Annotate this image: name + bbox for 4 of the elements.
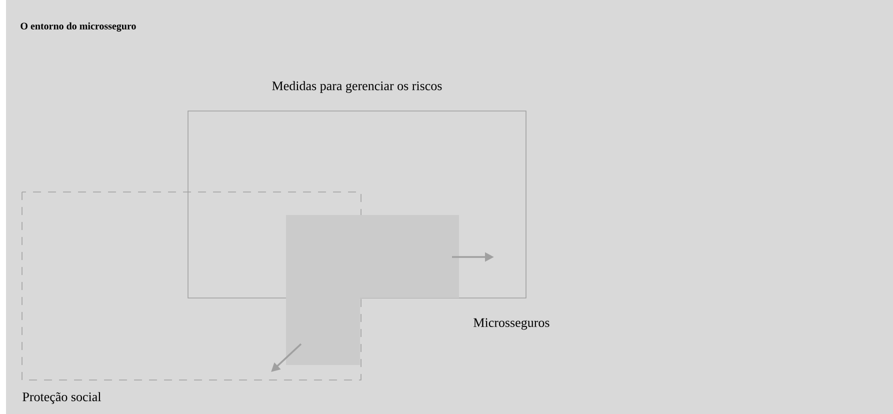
- node-label: Medidas para gerenciar os riscos: [272, 81, 442, 93]
- diagram-title: O entorno do microsseguro: [20, 22, 136, 32]
- node-label: Proteção social: [22, 392, 102, 404]
- node-label: Microsseguros: [474, 318, 550, 330]
